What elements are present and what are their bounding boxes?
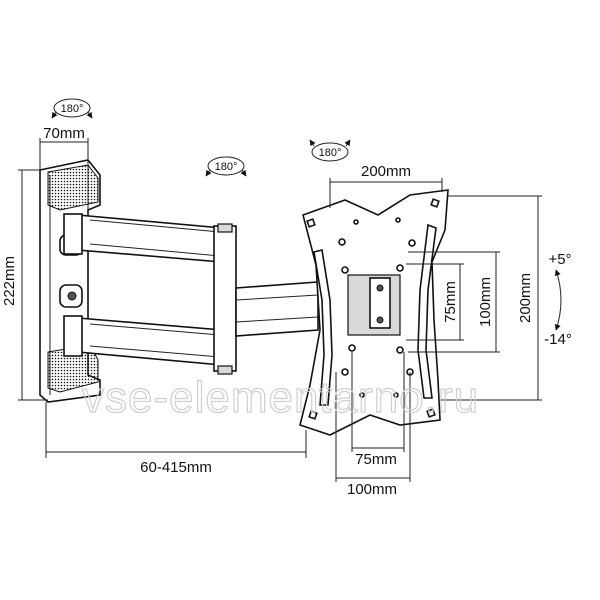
rotation-label-arm: 180°	[215, 161, 238, 173]
dim-plate-height: 200mm	[517, 273, 534, 323]
wall-plate	[39, 159, 101, 403]
dim-extension: 60-415mm	[140, 459, 212, 476]
dim-wall-width: 70mm	[43, 125, 85, 142]
vesa-plate	[299, 189, 449, 436]
arm-assembly	[63, 213, 319, 375]
right-slot	[417, 223, 437, 399]
rotation-symbol-wall: 180°	[51, 98, 93, 119]
top-grill	[47, 164, 99, 211]
dimension-lines	[18, 138, 562, 482]
plate-holes	[306, 198, 440, 420]
dim-inner-v-100: 100mm	[477, 277, 494, 327]
tilt-down-label: -14°	[544, 331, 572, 348]
rotation-label-plate: 180°	[319, 147, 342, 159]
rotation-symbol-arm: 180°	[205, 156, 247, 177]
dim-plate-width: 200mm	[361, 163, 411, 180]
dim-inner-v-75: 75mm	[442, 281, 459, 323]
tilt-up-label: +5°	[548, 251, 571, 268]
left-slot	[313, 249, 333, 406]
rotation-symbol-plate: 180°	[309, 139, 351, 162]
dim-inner-h-100: 100mm	[347, 481, 397, 498]
watermark-text: vse-elementarno.ru	[82, 373, 479, 422]
rotation-label-wall: 180°	[61, 103, 84, 115]
dim-inner-h-75: 75mm	[355, 451, 397, 468]
dim-wall-height: 222mm	[1, 256, 18, 306]
